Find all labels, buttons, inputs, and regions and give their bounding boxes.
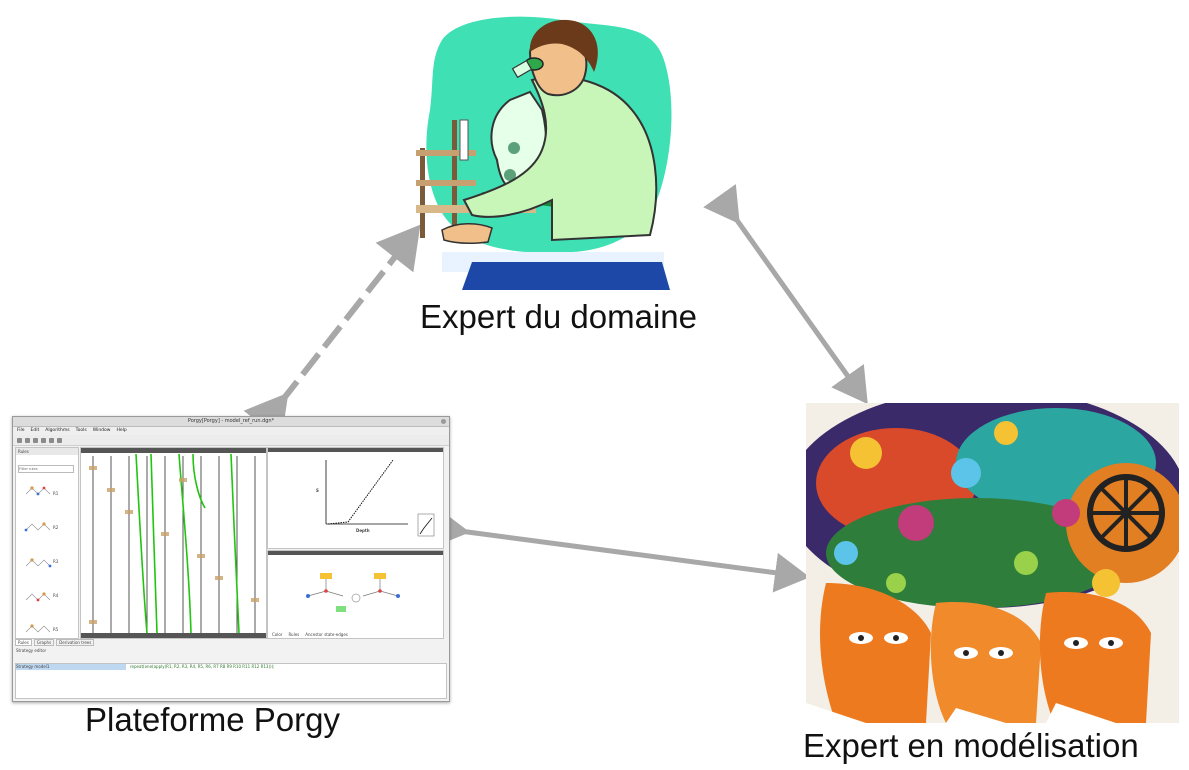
strategy-code[interactable]: repeat(one(apply(R1, R2, R3, R4, R5, R6,… xyxy=(130,664,275,669)
undo-icon[interactable] xyxy=(41,437,46,443)
rule-item[interactable]: R3 xyxy=(53,559,59,564)
gears-heads-icon xyxy=(806,403,1179,723)
rules-filter-input[interactable] xyxy=(18,464,74,473)
settings-icon[interactable] xyxy=(57,437,62,443)
rule-item[interactable]: R5 xyxy=(53,627,59,632)
strategy-list-item[interactable]: Strategy model1 xyxy=(16,664,126,670)
tab-graphs[interactable]: Graphs xyxy=(33,639,55,646)
menu-edit[interactable]: Edit xyxy=(30,428,40,433)
menu-help[interactable]: Help xyxy=(116,428,127,433)
derivation-tree-graph xyxy=(81,448,266,638)
plot-x-label: Depth xyxy=(356,528,370,533)
footer-ancestor-edges[interactable]: Ancestor state-edges xyxy=(305,632,348,637)
graph-footer: Color Rules Ancestor state-edges xyxy=(272,632,348,637)
edge-domain-modeling-expert xyxy=(703,184,868,405)
porgy-toolbar xyxy=(13,435,449,446)
save-icon[interactable] xyxy=(33,437,38,443)
rule-item[interactable]: R1 xyxy=(53,491,59,496)
rule-item[interactable]: R4 xyxy=(53,593,59,598)
new-file-icon[interactable] xyxy=(17,437,22,443)
close-icon[interactable] xyxy=(441,419,446,424)
menu-file[interactable]: File xyxy=(17,428,25,433)
bottom-tabs: Rules Graphs Derivation trees xyxy=(15,639,95,646)
footer-rules[interactable]: Rules xyxy=(288,632,300,637)
porgy-label: Plateforme Porgy xyxy=(85,701,340,738)
rules-panel: Rules xyxy=(15,447,79,639)
porgy-window-title: Porgy[Porgy] - model_ref_run.dgn* xyxy=(187,418,275,424)
edge-porgy-domain-expert xyxy=(243,224,421,441)
tab-rules[interactable]: Rules xyxy=(15,639,32,646)
depth-plot xyxy=(268,448,443,537)
menu-algorithms[interactable]: Algorithms xyxy=(45,428,70,433)
porgy-window: Porgy[Porgy] - model_ref_run.dgn* File E… xyxy=(12,416,450,702)
modeling-expert-label: Expert en modélisation xyxy=(803,727,1139,764)
edge-porgy-modeling-expert xyxy=(432,507,810,593)
strategy-editor-title: Strategy editor xyxy=(16,648,47,653)
footer-color[interactable]: Color xyxy=(272,632,283,637)
modeling-expert-node xyxy=(806,403,1179,723)
rules-thumbnails xyxy=(24,486,52,633)
derivation-tree-view[interactable] xyxy=(80,447,267,639)
plot-y-label: S xyxy=(316,488,319,493)
open-file-icon[interactable] xyxy=(25,437,30,443)
domain-expert-node: Expert du domaine xyxy=(402,0,702,335)
domain-expert-label: Expert du domaine xyxy=(420,298,698,335)
strategy-editor[interactable]: Strategy model1 repeat(one(apply(R1, R2,… xyxy=(15,663,447,699)
rule-item[interactable]: R2 xyxy=(53,525,59,530)
rules-panel-title: Rules xyxy=(16,448,78,455)
plot-view[interactable]: S Depth xyxy=(267,447,444,549)
menu-tools[interactable]: Tools xyxy=(75,428,87,433)
menu-window[interactable]: Window xyxy=(92,428,111,433)
porgy-menubar: File Edit Algorithms Tools Window Help xyxy=(13,427,449,435)
graph-view[interactable]: Color Rules Ancestor state-edges xyxy=(267,550,444,639)
rules-list: R1 R2 R3 R4 R5 xyxy=(53,477,58,647)
scientist-microscope-icon xyxy=(416,16,672,290)
state-graph xyxy=(268,551,443,612)
redo-icon[interactable] xyxy=(49,437,54,443)
porgy-titlebar: Porgy[Porgy] - model_ref_run.dgn* xyxy=(13,417,449,427)
tab-derivation-trees[interactable]: Derivation trees xyxy=(56,639,95,646)
